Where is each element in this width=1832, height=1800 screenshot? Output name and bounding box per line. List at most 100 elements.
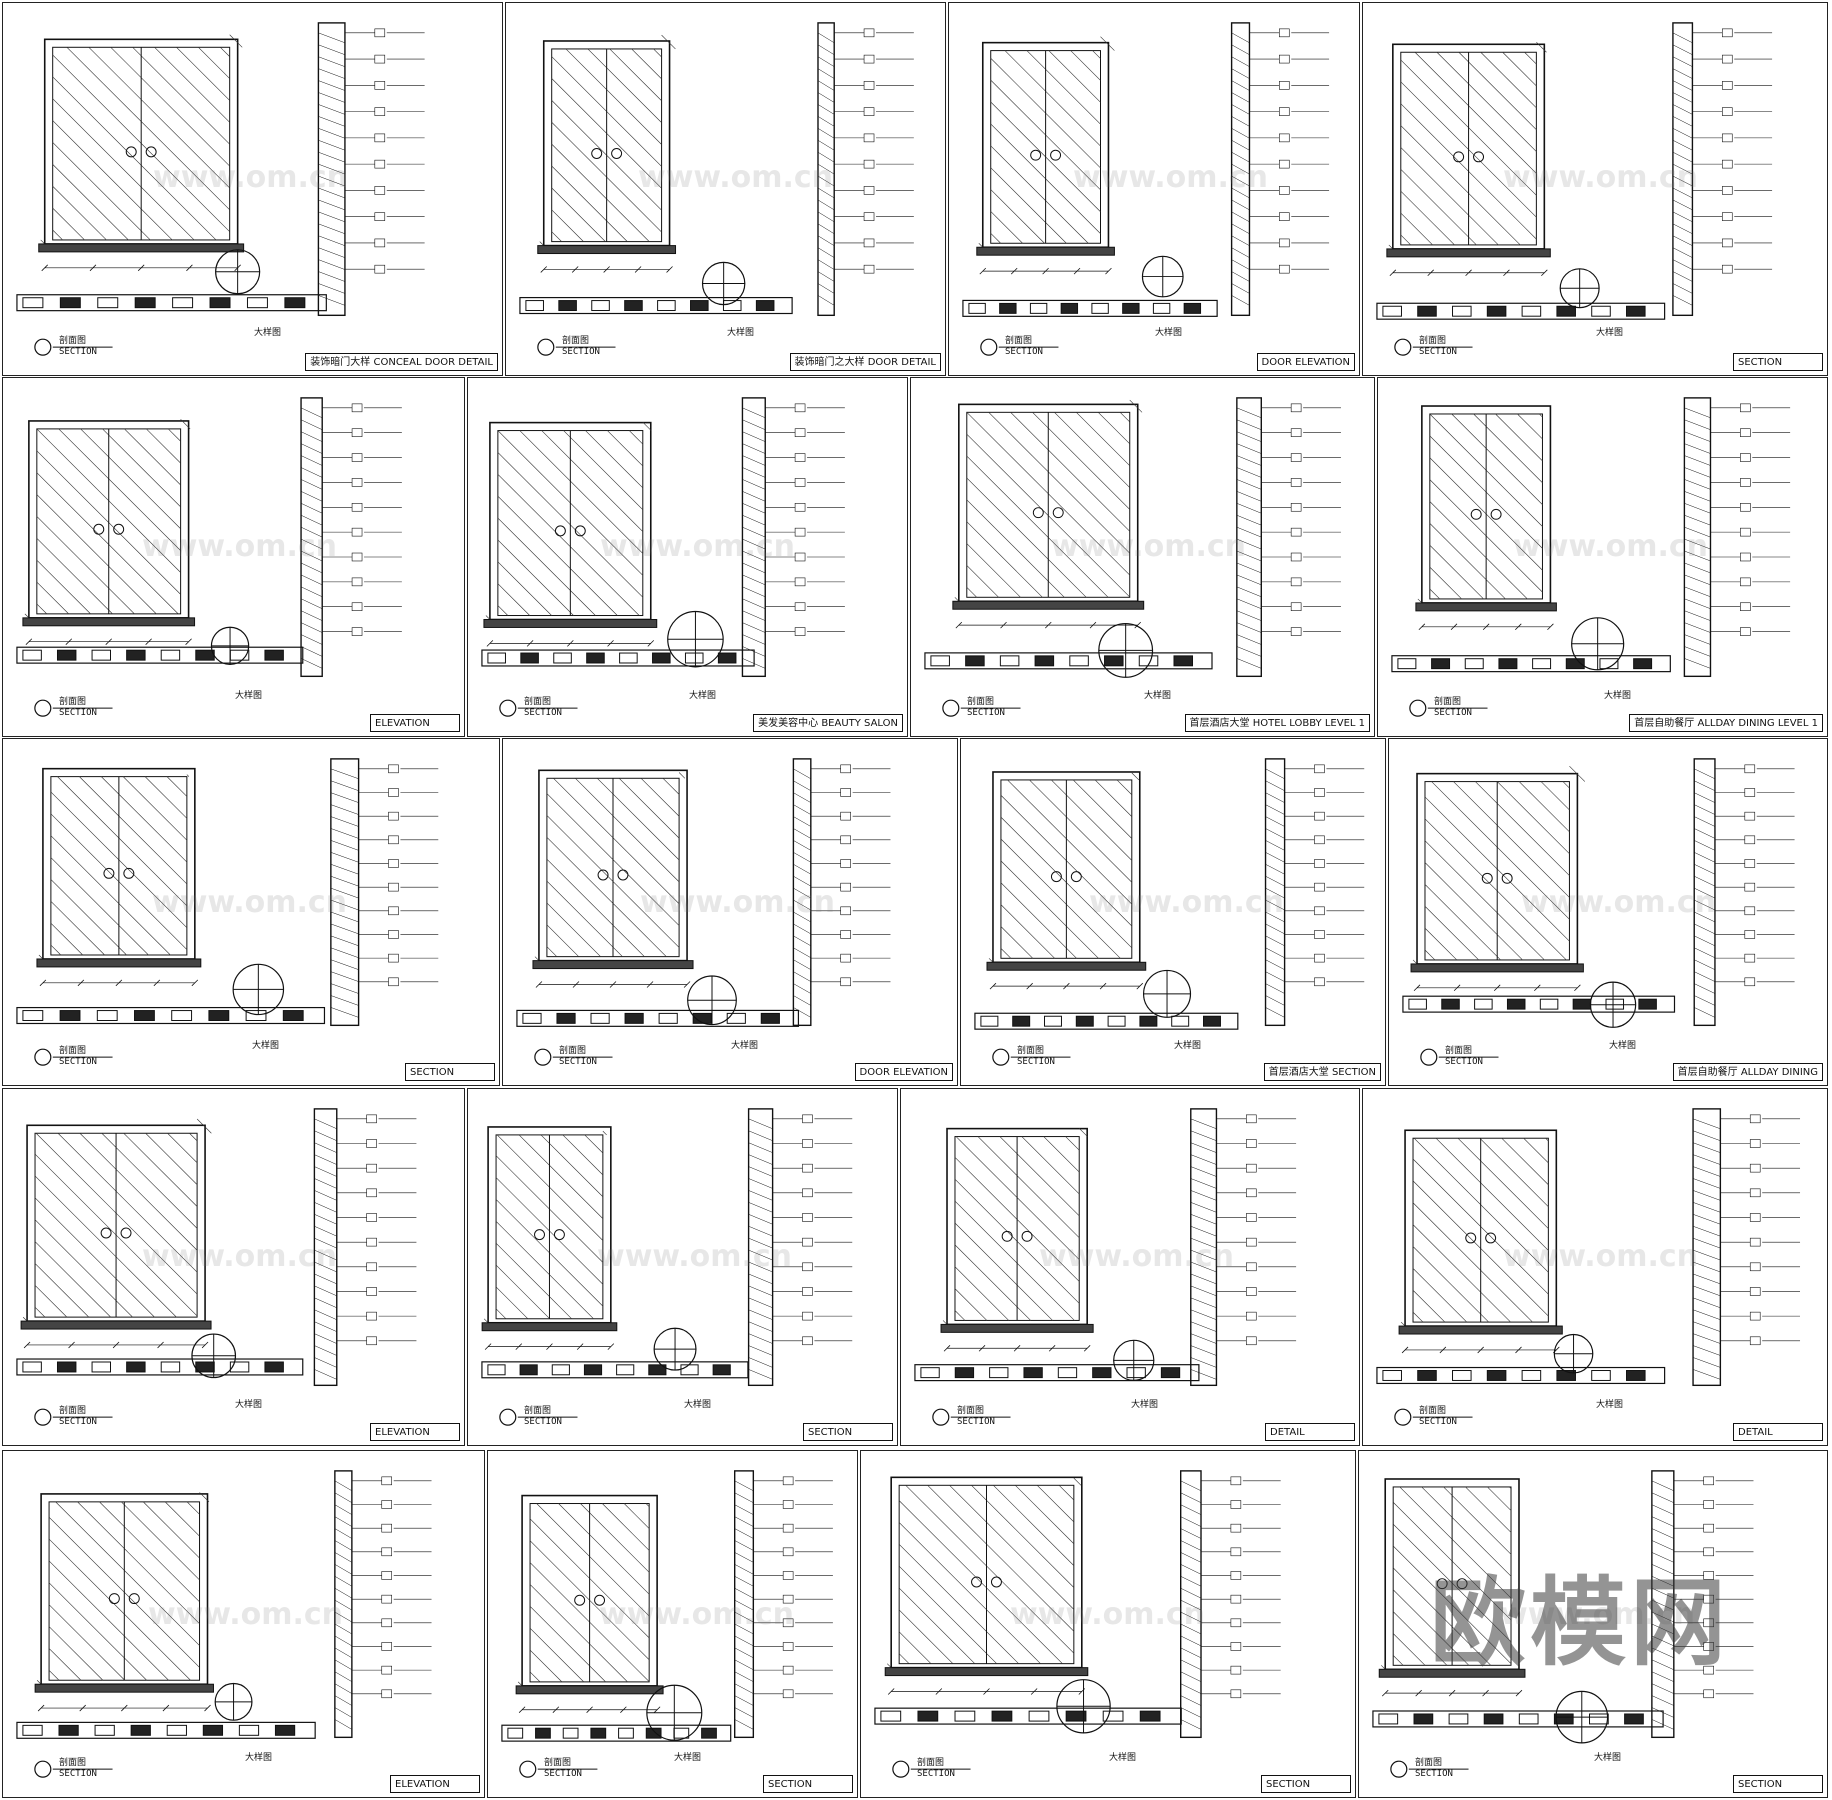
title-block: SECTION [803, 1423, 893, 1441]
section-label: 剖面图 [957, 1406, 985, 1416]
section-label: 剖面图 [544, 1758, 572, 1768]
sheet-caption: SECTION [1266, 1779, 1311, 1790]
cad-drawing [1376, 1108, 1801, 1426]
section-label: 剖面图 [967, 697, 995, 707]
section-label: 剖面图 [524, 1406, 552, 1416]
section-label: 剖面图 [1445, 1046, 1473, 1056]
section-label: 剖面图 [59, 1758, 87, 1768]
detail-label: 大样图 [1174, 1041, 1202, 1051]
section-label: 剖面图 [1434, 697, 1462, 707]
sheet-title: 首层自助餐厅 [1677, 1067, 1738, 1078]
detail-label: 大样图 [727, 328, 755, 338]
detail-label: 大样图 [1144, 691, 1172, 701]
section-label: 剖面图 [59, 1046, 87, 1056]
sheet-title: 装饰暗门之大样 [794, 357, 865, 368]
section-label-en: SECTION [559, 1057, 597, 1067]
title-block: ELEVATION [390, 1775, 480, 1793]
detail-label: 大样图 [235, 691, 263, 701]
detail-label: 大样图 [1131, 1400, 1159, 1410]
section-label: 剖面图 [559, 1046, 587, 1056]
section-label: 剖面图 [917, 1758, 945, 1768]
sheet-caption: ELEVATION [375, 718, 430, 729]
cad-drawing [16, 758, 439, 1066]
title-block: SECTION [1733, 353, 1823, 371]
detail-label: 大样图 [1155, 328, 1183, 338]
sheet-caption: HOTEL LOBBY LEVEL 1 [1252, 718, 1365, 729]
section-label-en: SECTION [59, 1417, 97, 1427]
cad-drawing [1372, 1470, 1754, 1778]
cad-drawing [481, 1108, 853, 1426]
title-block: SECTION [763, 1775, 853, 1793]
detail-label: 大样图 [674, 1753, 702, 1763]
sheet-title: 首层自助餐厅 [1634, 718, 1695, 729]
detail-label: 大样图 [252, 1041, 280, 1051]
section-label-en: SECTION [562, 347, 600, 357]
sheet-caption: SECTION [1331, 1067, 1376, 1078]
title-block: SECTION [1261, 1775, 1351, 1793]
title-block: DOOR ELEVATION [854, 1063, 953, 1081]
section-label: 剖面图 [1419, 1406, 1447, 1416]
title-block: 装饰暗门大样 CONCEAL DOOR DETAIL [305, 353, 498, 371]
detail-label: 大样图 [684, 1400, 712, 1410]
cad-drawing [16, 1470, 432, 1778]
section-label-en: SECTION [1419, 347, 1457, 357]
title-block: 首层酒店大堂 SECTION [1263, 1063, 1381, 1081]
sheet-caption: DETAIL [1270, 1427, 1305, 1438]
cad-drawing [516, 758, 891, 1066]
cad-drawing [16, 397, 402, 717]
cad-drawing [914, 1108, 1297, 1426]
section-label-en: SECTION [524, 1417, 562, 1427]
sheet-title: 美发美容中心 [758, 718, 819, 729]
detail-label: 大样图 [245, 1753, 273, 1763]
cad-drawing [16, 22, 425, 356]
title-block: 装饰暗门之大样 DOOR DETAIL [789, 353, 941, 371]
section-label-en: SECTION [544, 1769, 582, 1779]
section-label-en: SECTION [59, 1057, 97, 1067]
sheet-caption: CONCEAL DOOR DETAIL [373, 357, 493, 368]
detail-label: 大样图 [731, 1041, 759, 1051]
sheet-caption: DETAIL [1738, 1427, 1773, 1438]
cad-drawing [1376, 22, 1773, 356]
section-label-en: SECTION [1005, 347, 1043, 357]
section-label: 剖面图 [562, 336, 590, 346]
section-label-en: SECTION [957, 1417, 995, 1427]
cad-drawing [1402, 758, 1795, 1066]
detail-label: 大样图 [254, 328, 282, 338]
cad-drawing [974, 758, 1365, 1066]
cad-drawing [481, 397, 845, 717]
sheet-caption: ALLDAY DINING [1740, 1067, 1818, 1078]
sheet-caption: SECTION [768, 1779, 813, 1790]
sheet-caption: ELEVATION [375, 1427, 430, 1438]
section-label: 剖面图 [1419, 336, 1447, 346]
sheet-caption: DOOR DETAIL [867, 357, 936, 368]
sheet-caption: SECTION [808, 1427, 853, 1438]
title-block: DETAIL [1733, 1423, 1823, 1441]
sheet-title: 首层酒店大堂 [1268, 1067, 1329, 1078]
sheet-title: 装饰暗门大样 [310, 357, 371, 368]
title-block: ELEVATION [370, 714, 460, 732]
cad-drawing [1391, 397, 1791, 717]
section-label-en: SECTION [1434, 708, 1472, 718]
sheet-title: 首层酒店大堂 [1189, 718, 1250, 729]
detail-label: 大样图 [689, 691, 717, 701]
sheet-caption: SECTION [1738, 1779, 1783, 1790]
title-block: 首层酒店大堂 HOTEL LOBBY LEVEL 1 [1184, 714, 1370, 732]
section-label: 剖面图 [59, 1406, 87, 1416]
title-block: SECTION [1733, 1775, 1823, 1793]
section-label: 剖面图 [524, 697, 552, 707]
title-block: 美发美容中心 BEAUTY SALON [753, 714, 903, 732]
